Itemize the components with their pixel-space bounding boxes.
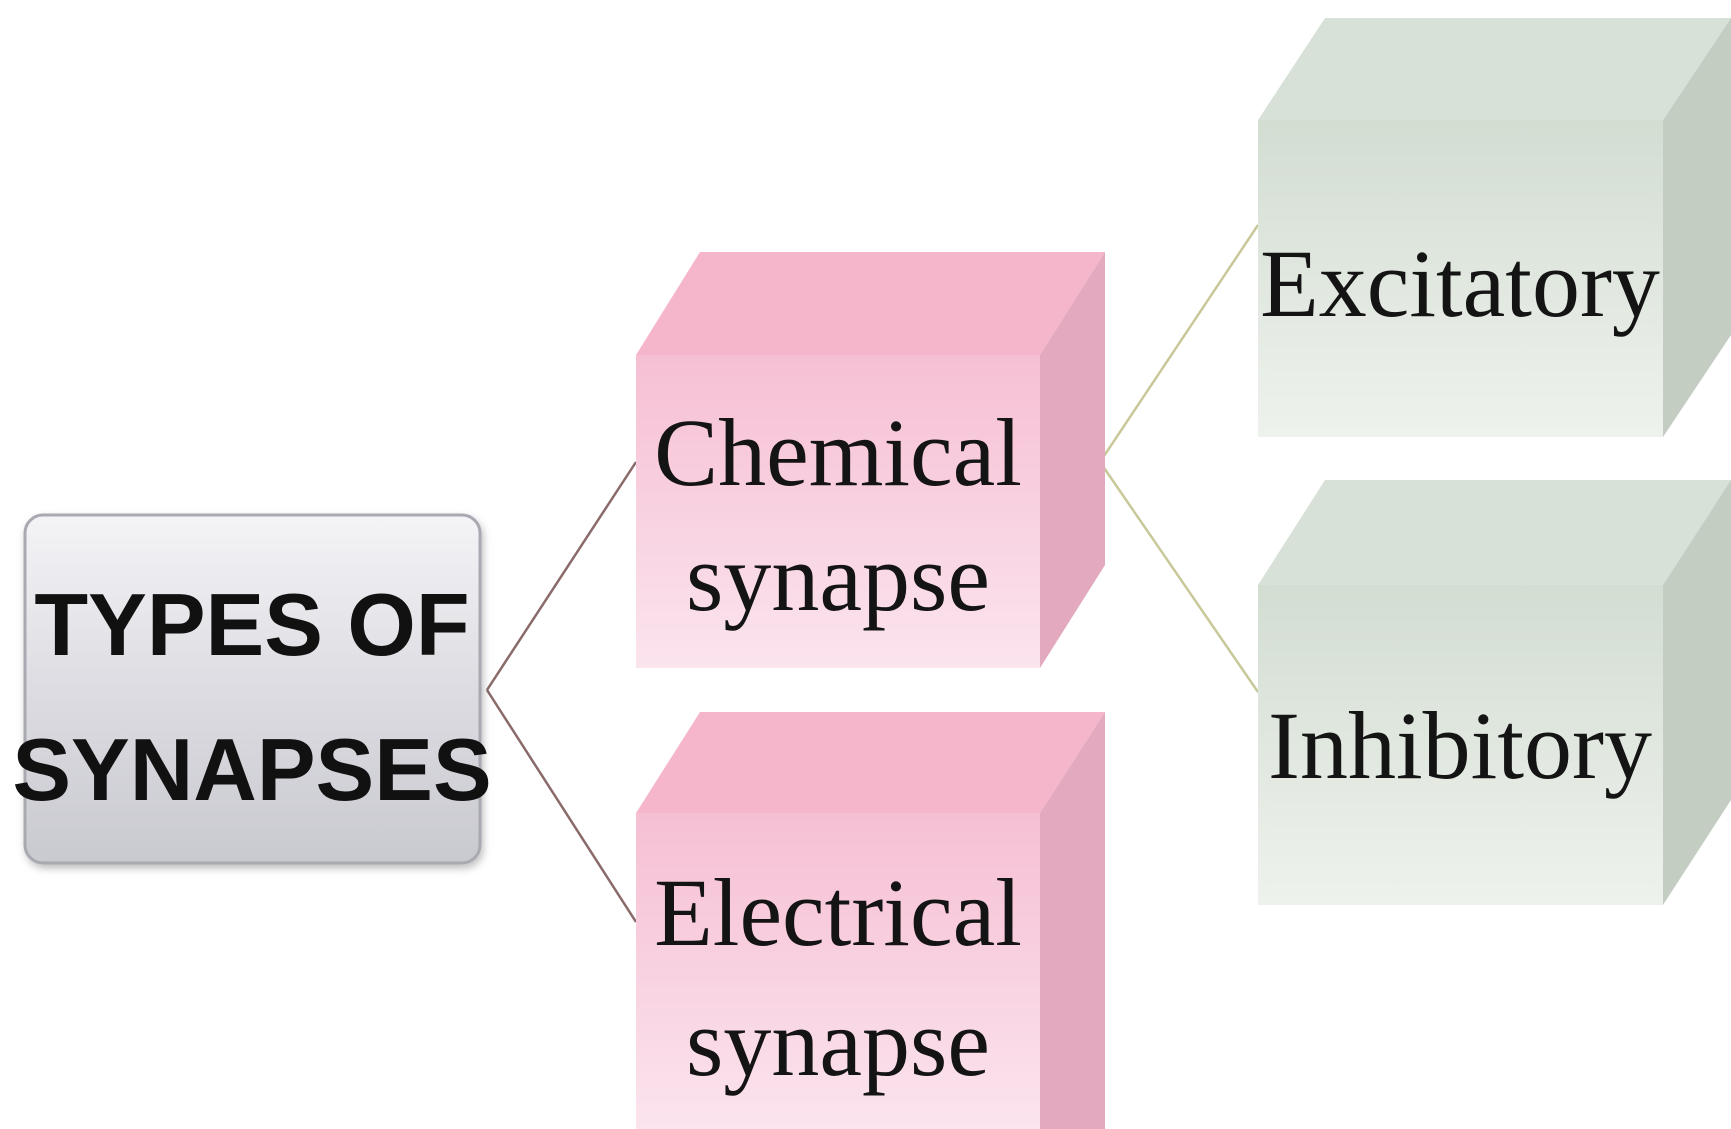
- root-box: [23, 513, 482, 865]
- root-title-line2: SYNAPSES: [12, 720, 491, 819]
- electrical-synapse-label-line2: synapse: [686, 989, 990, 1096]
- inhibitory-box: [1258, 480, 1731, 905]
- electrical-synapse-label-line1: Electrical: [654, 859, 1022, 966]
- electrical-synapse-box: [636, 712, 1105, 1129]
- connector-chemical-inhibitory: [1098, 461, 1260, 693]
- root-title-line1: TYPES OF: [34, 575, 469, 674]
- connector-chemical-excitatory: [1098, 224, 1260, 463]
- inhibitory-label: Inhibitory: [1268, 692, 1652, 799]
- excitatory-box: [1258, 18, 1731, 437]
- excitatory-label: Excitatory: [1260, 230, 1660, 337]
- chemical-synapse-label-line1: Chemical: [654, 399, 1022, 506]
- connector-root-electrical: [485, 689, 638, 923]
- chemical-synapse-box: [636, 252, 1105, 668]
- connector-root-chemical: [485, 461, 638, 691]
- chemical-synapse-label-line2: synapse: [686, 524, 990, 631]
- connectors: [485, 224, 1260, 923]
